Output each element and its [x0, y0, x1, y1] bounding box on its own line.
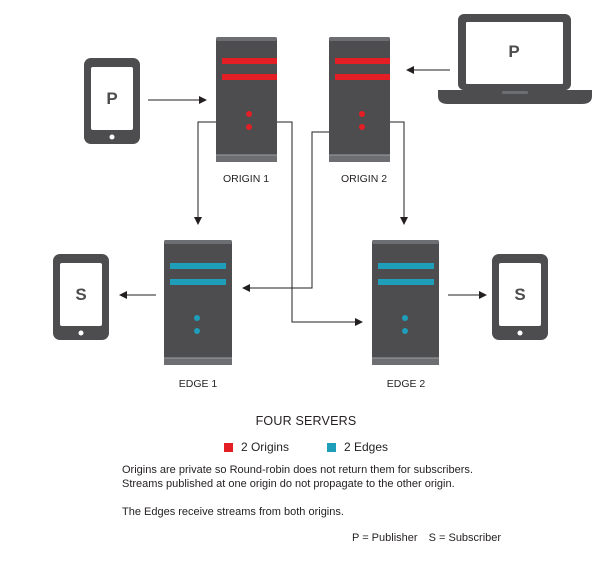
legend-swatch-origins: [223, 442, 233, 452]
edge2-drive-bar: [378, 263, 434, 269]
edge1-server: EDGE 1: [164, 240, 232, 390]
arrow-origin2-to-edge2: [390, 121, 408, 225]
tablet-icon: P: [84, 58, 140, 144]
origin1-status-light: [246, 124, 252, 130]
legend: 2 Origins 2 Edges: [0, 440, 612, 454]
note-line: Streams published at one origin do not p…: [122, 478, 455, 490]
origin2-server-top-bezel: [329, 37, 390, 41]
edge2-server-body: [372, 240, 439, 365]
edge1-label: EDGE 1: [179, 378, 218, 390]
laptop-screen: [466, 22, 563, 84]
laptop-base: [438, 90, 592, 104]
edge1-status-light: [194, 328, 200, 334]
edge1-status-light: [194, 315, 200, 321]
subscriber-right-tablet-screen: [499, 263, 541, 326]
origin2-server-base: [329, 155, 390, 162]
legend-item-edges: 2 Edges: [326, 440, 389, 454]
subscriber-right-tablet-home-button: [517, 330, 523, 336]
edge2-server-top-bezel: [372, 240, 439, 244]
connectors: [119, 66, 487, 326]
legend-swatch-edges: [326, 442, 336, 452]
origin2-status-light: [359, 124, 365, 130]
note-line: The Edges receive streams from both orig…: [122, 506, 344, 518]
subscriber-right-tablet-letter: S: [514, 285, 525, 304]
edge1-drive-bar: [170, 279, 226, 285]
origin1-server-top-bezel: [216, 37, 277, 41]
origin2-drive-bar: [335, 74, 390, 80]
origin2-server-body: [329, 37, 390, 162]
edge2-label: EDGE 2: [387, 378, 426, 390]
origin2-label: ORIGIN 2: [341, 173, 387, 185]
edge1-server-top-bezel: [164, 240, 232, 244]
edge2-server-base: [372, 358, 439, 365]
subscriber-left-tablet-screen: [60, 263, 102, 326]
origin1-server-body: [216, 37, 277, 162]
edge2-status-light: [402, 328, 408, 334]
streaming-network-diagram: ORIGIN 1 ORIGIN 2 EDGE 1 EDGE 2: [53, 14, 592, 390]
arrow-origin1-to-edge2: [277, 121, 363, 326]
origin1-server-base: [216, 155, 277, 162]
legend-item-origins: 2 Origins: [223, 440, 289, 454]
edge1-server-base: [164, 358, 232, 365]
abbreviation-key: P = Publisher S = Subscriber: [352, 532, 501, 544]
tablet-icon: S: [53, 254, 109, 340]
laptop-icon: P: [438, 14, 592, 104]
origin1-drive-bar: [222, 58, 277, 64]
legend-label-origins: 2 Origins: [240, 440, 289, 454]
edge2-server: EDGE 2: [372, 240, 439, 390]
origin1-drive-bar: [222, 74, 277, 80]
note-line: Origins are private so Round-robin does …: [122, 464, 473, 476]
origin2-status-light: [359, 111, 365, 117]
origin1-label: ORIGIN 1: [223, 173, 269, 185]
origin2-server: ORIGIN 2: [329, 37, 390, 185]
edge2-status-light: [402, 315, 408, 321]
publisher-tablet-screen: [91, 67, 133, 130]
diagram-title: FOUR SERVERS: [255, 414, 357, 428]
origin1-status-light: [246, 111, 252, 117]
edge2-drive-bar: [378, 279, 434, 285]
publisher-tablet-home-button: [109, 134, 115, 140]
edge1-server-body: [164, 240, 232, 365]
arrow-origin2-to-edge1: [242, 131, 329, 292]
description-notes: Origins are private so Round-robin does …: [122, 463, 592, 519]
subscriber-left-tablet-letter: S: [75, 285, 86, 304]
laptop-trackpad-notch: [502, 91, 528, 94]
publisher-tablet-letter: P: [106, 89, 117, 108]
key-subscriber: S = Subscriber: [428, 532, 502, 544]
arrow-origin1-to-edge1: [194, 121, 216, 225]
laptop-letter: P: [508, 42, 519, 61]
origin1-server: ORIGIN 1: [216, 37, 277, 185]
key-publisher: P = Publisher: [352, 532, 418, 544]
subscriber-left-tablet-home-button: [78, 330, 84, 336]
origin2-drive-bar: [335, 58, 390, 64]
tablet-icon: S: [492, 254, 548, 340]
edge1-drive-bar: [170, 263, 226, 269]
legend-label-edges: 2 Edges: [343, 440, 389, 454]
